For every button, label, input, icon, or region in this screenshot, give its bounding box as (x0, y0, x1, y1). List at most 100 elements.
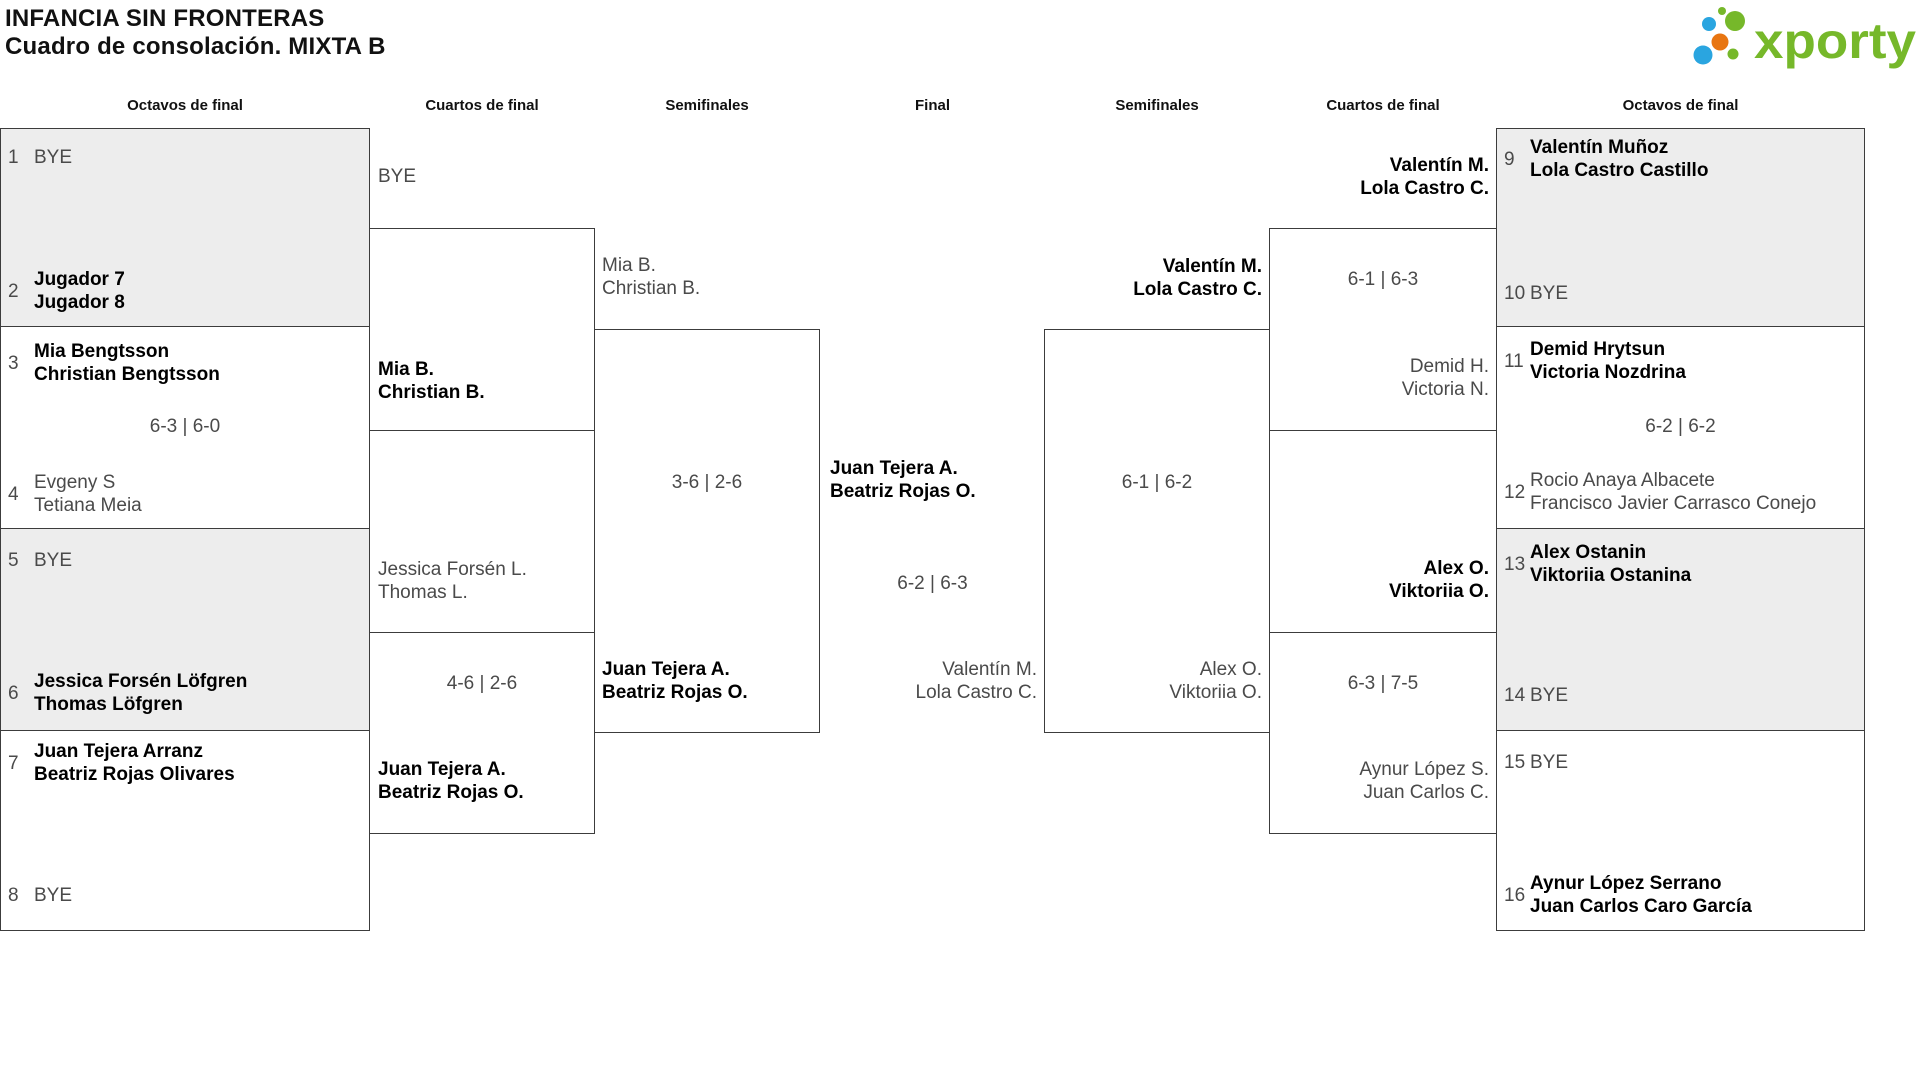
player-name: BYE (1530, 685, 1569, 706)
seed-number: 16 (1504, 884, 1526, 906)
team-names: Valentín Muñoz Lola Castro Castillo (1530, 136, 1708, 182)
match-box-octavos-5 (1496, 128, 1865, 327)
bracket-entrant: 4 Evgeny S Tetiana Meia (8, 471, 142, 517)
xporty-logo-text: xporty (1754, 13, 1916, 69)
match-box-quarterfinal-left-2 (369, 632, 595, 834)
seed-number: 3 (8, 352, 19, 374)
bracket-entrant: Valentín M. Lola Castro C. (1269, 154, 1489, 200)
bracket-entrant: Mia B. Christian B. (602, 254, 700, 300)
seed-number: 7 (8, 752, 19, 774)
player-name: BYE (34, 147, 73, 168)
player-name: Alex O. (1423, 558, 1489, 579)
player-name: Valentín Muñoz (1530, 137, 1669, 158)
match-score: 6-3 | 7-5 (1347, 673, 1419, 694)
match-box-octavos-2 (0, 326, 370, 529)
tournament-name: INFANCIA SIN FRONTERAS (5, 5, 325, 32)
team-names: BYE (1530, 282, 1568, 305)
player-name: Viktoriia O. (1389, 581, 1489, 602)
player-name: Juan Tejera A. (830, 458, 958, 479)
bracket-entrant: Juan Tejera A. Beatriz Rojas O. (830, 457, 976, 503)
bracket-entrant: Alex O. Viktoriia O. (1044, 658, 1262, 704)
player-name: Aynur López S. (1359, 759, 1489, 780)
player-name: Victoria Nozdrina (1530, 362, 1686, 383)
player-name: Valentín M. (1162, 256, 1262, 277)
player-name: Rocio Anaya Albacete (1530, 470, 1715, 491)
player-name: Beatriz Rojas O. (830, 481, 976, 502)
round-header-cuartos-right: Cuartos de final (1326, 97, 1440, 114)
match-box-semifinal-right (1044, 329, 1270, 733)
player-name: BYE (1530, 283, 1569, 304)
player-name: BYE (378, 166, 417, 187)
player-name: BYE (1530, 752, 1569, 773)
player-name: Lola Castro C. (915, 682, 1037, 703)
match-box-octavos-8 (1496, 730, 1865, 931)
match-box-quarterfinal-right-2 (1269, 632, 1497, 834)
bracket-entrant: 11 Demid Hrytsun Victoria Nozdrina (1504, 338, 1686, 384)
match-box-octavos-7 (1496, 528, 1865, 731)
player-name: Evgeny S (34, 472, 116, 493)
player-name: Viktoriia O. (1169, 682, 1262, 703)
player-name: Thomas L. (378, 582, 468, 603)
seed-number: 5 (8, 550, 19, 571)
match-box-octavos-6 (1496, 326, 1865, 529)
bracket-entrant: BYE (378, 165, 416, 188)
seed-number: 12 (1504, 481, 1526, 503)
team-names: Evgeny S Tetiana Meia (34, 471, 142, 517)
match-box-octavos-1 (0, 128, 370, 327)
page-title: INFANCIA SIN FRONTERAS Cuadro de consola… (5, 5, 386, 61)
team-names: BYE (34, 884, 72, 907)
player-name: Valentín M. (1389, 155, 1489, 176)
bracket-entrant: Demid H. Victoria N. (1269, 355, 1489, 401)
round-header-final: Final (914, 97, 950, 114)
player-name: Mia B. (378, 359, 434, 380)
round-header-semis-right: Semifinales (1115, 97, 1199, 114)
match-box-semifinal-left (594, 329, 820, 733)
player-name: Tetiana Meia (34, 495, 142, 516)
bracket-entrant: Valentín M. Lola Castro C. (817, 658, 1037, 704)
bracket-entrant: 13 Alex Ostanin Viktoriia Ostanina (1504, 541, 1691, 587)
team-names: Juan Tejera Arranz Beatriz Rojas Olivare… (34, 740, 235, 786)
seed-number: 14 (1504, 685, 1526, 706)
player-name: Juan Tejera A. (602, 659, 730, 680)
seed-number: 2 (8, 280, 19, 302)
bracket-entrant: 10 BYE (1504, 282, 1568, 305)
player-name: Viktoriia Ostanina (1530, 565, 1692, 586)
player-name: Jessica Forsén Löfgren (34, 671, 248, 692)
bracket-subtitle: Cuadro de consolación. MIXTA B (5, 33, 386, 60)
player-name: Mia B. (602, 255, 656, 276)
bracket-entrant: 14 BYE (1504, 684, 1568, 707)
player-name: Demid Hrytsun (1530, 339, 1666, 360)
bracket-entrant: Mia B. Christian B. (378, 358, 485, 404)
player-name: Lola Castro C. (1133, 279, 1262, 300)
player-name: Beatriz Rojas O. (378, 782, 524, 803)
round-header-octavos-left: Octavos de final (127, 97, 243, 114)
seed-number: 11 (1504, 350, 1524, 372)
player-name: BYE (34, 550, 73, 571)
player-name: Aynur López Serrano (1530, 873, 1722, 894)
seed-number: 1 (8, 147, 19, 168)
seed-number: 8 (8, 885, 19, 906)
xporty-logo[interactable]: xporty (1682, 2, 1920, 79)
xporty-logo-icon: xporty (1693, 7, 1916, 69)
player-name: Demid H. (1409, 356, 1489, 377)
team-names: BYE (34, 549, 72, 572)
seed-number: 15 (1504, 752, 1526, 773)
team-names: Alex Ostanin Viktoriia Ostanina (1530, 541, 1691, 587)
player-name: Mia Bengtsson (34, 341, 170, 362)
match-score: 6-2 | 6-2 (1645, 416, 1716, 437)
player-name: Juan Carlos C. (1363, 782, 1489, 803)
player-name: Francisco Javier Carrasco Conejo (1530, 493, 1817, 514)
player-name: Christian B. (602, 278, 701, 299)
player-name: Juan Carlos Caro García (1530, 896, 1752, 917)
player-name: Jessica Forsén L. (378, 559, 527, 580)
team-names: Jessica Forsén Löfgren Thomas Löfgren (34, 670, 247, 716)
player-name: Juan Tejera A. (378, 759, 506, 780)
match-score: 6-3 | 6-0 (149, 416, 221, 437)
bracket-entrant: Alex O. Viktoriia O. (1269, 557, 1489, 603)
bracket-entrant: 8 BYE (8, 884, 72, 907)
seed-number: 13 (1504, 553, 1526, 575)
bracket-entrant: 16 Aynur López Serrano Juan Carlos Caro … (1504, 872, 1752, 918)
match-box-octavos-4 (0, 730, 370, 931)
player-name: BYE (34, 885, 73, 906)
player-name: Victoria N. (1401, 379, 1489, 400)
